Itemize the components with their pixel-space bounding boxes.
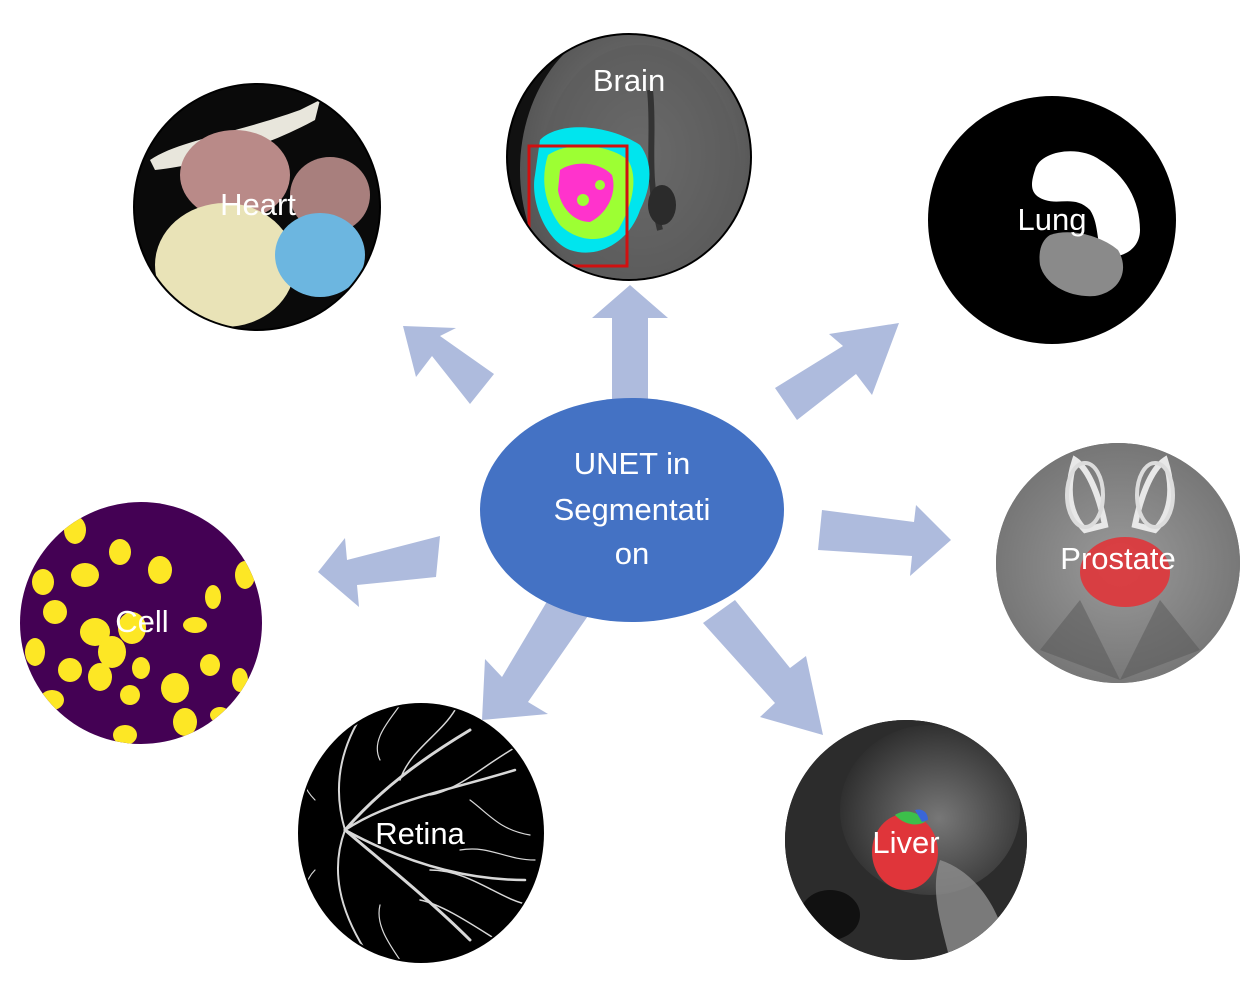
brain-image [508,35,750,279]
liver-image [785,720,1027,960]
cell-node: Cell [20,502,262,744]
lung-node: Lung [928,96,1176,344]
retina-image [302,705,536,961]
lung-label: Lung [1018,202,1087,237]
center-ellipse [480,398,784,622]
heart-label: Heart [220,187,296,222]
arrow-to-lung [775,323,899,420]
cell-label: Cell [115,604,168,639]
arrow-to-prostate [818,505,951,576]
arrow-to-cell [318,536,440,607]
heart-image [135,85,379,329]
center-node: UNET in Segmentati on [480,398,784,622]
retina-label: Retina [375,816,465,851]
heart-node: Heart [133,83,381,331]
arrow-to-liver [703,600,823,735]
arrow-to-heart [403,326,494,404]
retina-node: Retina [298,703,544,963]
arrow-to-retina [482,593,590,720]
liver-node: Liver [785,720,1027,960]
arrow-to-brain [592,285,668,405]
prostate-image [996,443,1240,683]
center-label-line-1: UNET in [574,446,691,481]
center-label-line-2: Segmentati [554,492,711,527]
brain-node: Brain [506,33,752,281]
cell-image [25,516,255,744]
arrows [318,285,951,735]
brain-label: Brain [593,63,665,98]
center-label-line-3: on [615,536,649,571]
prostate-node: Prostate [996,443,1240,683]
prostate-label: Prostate [1060,541,1175,576]
lung-image [1032,151,1140,297]
liver-label: Liver [872,825,939,860]
